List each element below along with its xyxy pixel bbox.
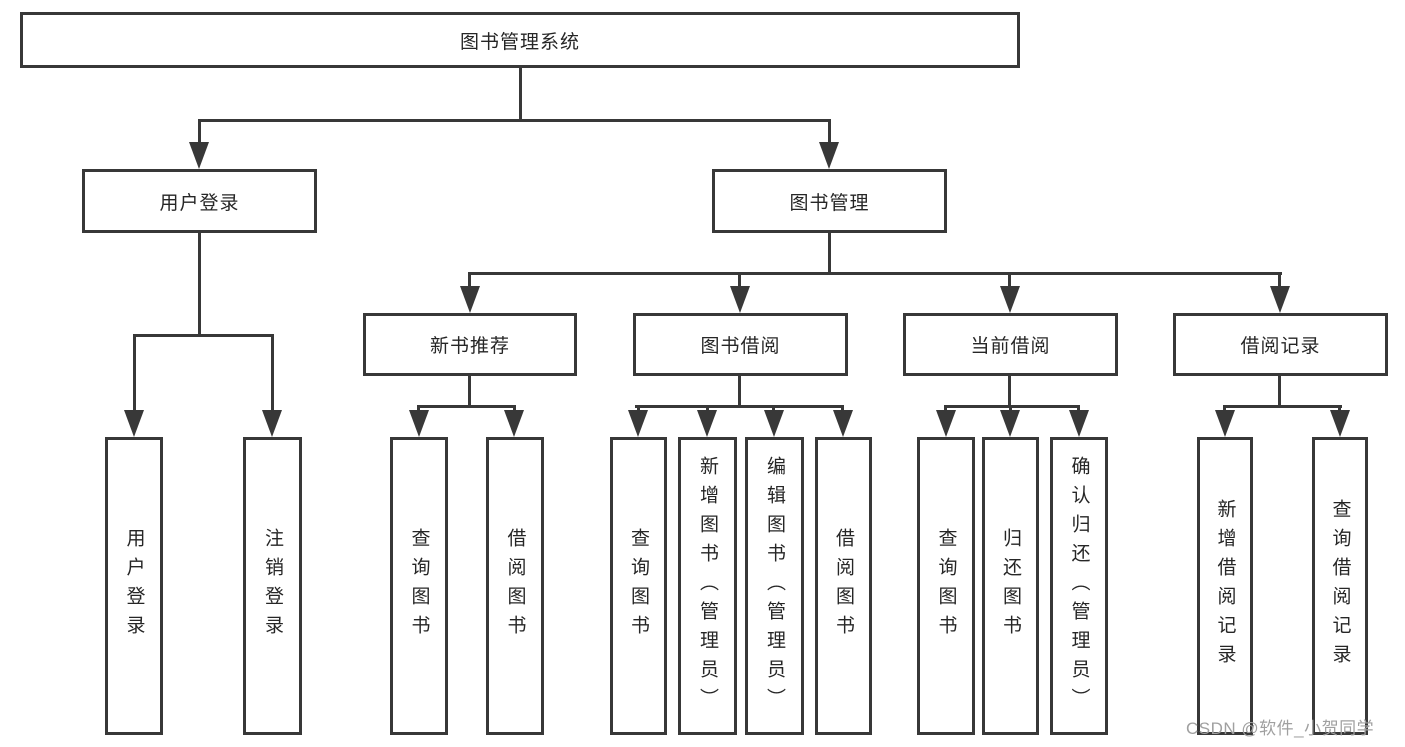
node-leaf-query-book-borrow: 查询图书 [610, 437, 667, 735]
node-leaf-logout: 注销登录 [243, 437, 302, 735]
node-leaf-add-borrow-record-label: 新增借阅记录 [1214, 499, 1236, 673]
connector-line [468, 272, 471, 290]
connector-line [738, 272, 741, 290]
connector-line [635, 405, 844, 408]
connector-line [198, 119, 831, 122]
node-user-login-label: 用户登录 [159, 192, 240, 214]
arrow-down-icon [1000, 286, 1020, 313]
arrow-down-icon [697, 410, 717, 437]
connector-line [1278, 272, 1281, 290]
node-leaf-borrow-book-recommend: 借阅图书 [486, 437, 544, 735]
arrow-down-icon [460, 286, 480, 313]
arrow-down-icon [1215, 410, 1235, 437]
node-root: 图书管理系统 [20, 12, 1020, 68]
connector-line [1278, 376, 1281, 408]
connector-line [133, 334, 274, 337]
arrow-down-icon [124, 410, 144, 437]
connector-line [1223, 405, 1342, 408]
node-book-management-label: 图书管理 [789, 192, 870, 214]
node-new-book-recommend-label: 新书推荐 [429, 336, 510, 357]
node-leaf-confirm-return-admin: 确认归还（管理员） [1050, 437, 1108, 735]
arrow-down-icon [409, 410, 429, 437]
connector-line [468, 272, 1282, 275]
node-leaf-borrow-book: 借阅图书 [815, 437, 872, 735]
node-borrow-records-label: 借阅记录 [1240, 336, 1321, 357]
node-leaf-query-book-recommend: 查询图书 [390, 437, 448, 735]
node-leaf-user-login: 用户登录 [105, 437, 163, 735]
node-leaf-add-book-admin: 新增图书（管理员） [678, 437, 737, 735]
arrow-down-icon [819, 142, 839, 169]
arrow-down-icon [1069, 410, 1089, 437]
connector-line [1008, 272, 1011, 290]
connector-line [271, 334, 274, 414]
node-leaf-return-book-label: 归还图书 [1000, 528, 1021, 644]
node-book-management: 图书管理 [712, 169, 947, 233]
node-leaf-query-borrow-record-label: 查询借阅记录 [1329, 499, 1351, 673]
arrow-down-icon [833, 410, 853, 437]
connector-line [519, 68, 522, 122]
node-leaf-user-login-label: 用户登录 [123, 528, 145, 644]
connector-line [944, 405, 1080, 408]
arrow-down-icon [730, 286, 750, 313]
node-user-login: 用户登录 [82, 169, 317, 233]
connector-line [468, 376, 471, 408]
node-leaf-edit-book-admin-label: 编辑图书（管理员） [764, 455, 785, 717]
arrow-down-icon [1330, 410, 1350, 437]
node-book-borrow: 图书借阅 [633, 313, 848, 376]
connector-line [828, 119, 831, 147]
connector-line [198, 233, 201, 337]
node-root-label: 图书管理系统 [459, 31, 580, 53]
connector-line [1008, 376, 1011, 408]
node-leaf-edit-book-admin: 编辑图书（管理员） [745, 437, 804, 735]
node-leaf-query-book-current-label: 查询图书 [935, 528, 957, 644]
connector-line [133, 334, 136, 414]
node-current-borrow-label: 当前借阅 [970, 336, 1051, 357]
arrow-down-icon [1000, 410, 1020, 437]
node-book-borrow-label: 图书借阅 [700, 336, 781, 357]
node-current-borrow: 当前借阅 [903, 313, 1118, 376]
connector-line [198, 119, 201, 147]
node-leaf-query-book-recommend-label: 查询图书 [408, 528, 430, 644]
arrow-down-icon [504, 410, 524, 437]
node-borrow-records: 借阅记录 [1173, 313, 1388, 376]
node-leaf-query-book-borrow-label: 查询图书 [628, 528, 649, 644]
node-leaf-add-book-admin-label: 新增图书（管理员） [697, 455, 718, 717]
node-leaf-add-borrow-record: 新增借阅记录 [1197, 437, 1253, 735]
arrow-down-icon [764, 410, 784, 437]
connector-line [738, 376, 741, 408]
arrow-down-icon [189, 142, 209, 169]
arrow-down-icon [628, 410, 648, 437]
node-leaf-query-book-current: 查询图书 [917, 437, 975, 735]
node-leaf-return-book: 归还图书 [982, 437, 1039, 735]
connector-line [828, 233, 831, 275]
csdn-watermark: CSDN @软件_小贺同学 [1186, 719, 1375, 738]
arrow-down-icon [936, 410, 956, 437]
node-leaf-logout-label: 注销登录 [262, 528, 283, 644]
node-new-book-recommend: 新书推荐 [363, 313, 577, 376]
arrow-down-icon [262, 410, 282, 437]
arrow-down-icon [1270, 286, 1290, 313]
connector-line [417, 405, 516, 408]
node-leaf-query-borrow-record: 查询借阅记录 [1312, 437, 1368, 735]
node-leaf-borrow-book-recommend-label: 借阅图书 [504, 528, 526, 644]
node-leaf-confirm-return-admin-label: 确认归还（管理员） [1068, 455, 1090, 717]
node-leaf-borrow-book-label: 借阅图书 [833, 528, 854, 644]
